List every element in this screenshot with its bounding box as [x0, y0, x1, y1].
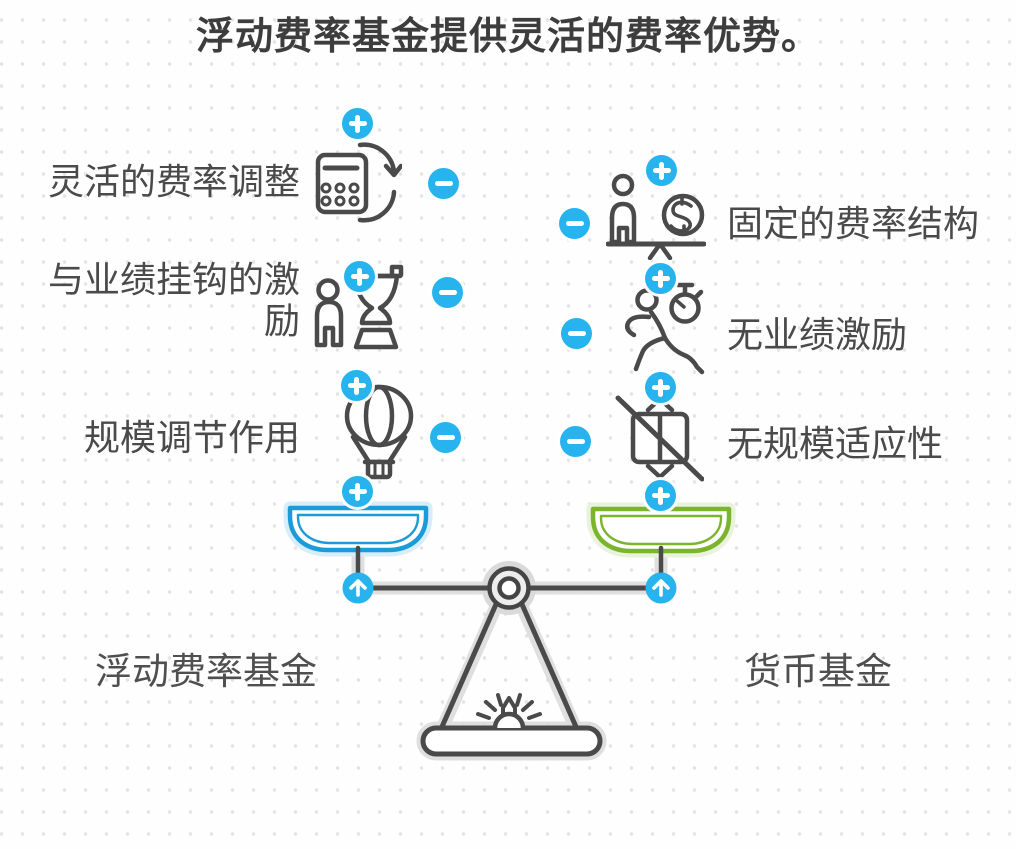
minus-icon: [428, 168, 459, 199]
up-arrow-icon: [645, 572, 677, 604]
gauge-icon: [476, 693, 542, 720]
plus-icon: [341, 370, 372, 401]
right-fund-label: 货币基金: [744, 651, 892, 692]
left-feature-label-1: 灵活的费率调整: [47, 161, 300, 202]
plus-icon: [645, 263, 676, 294]
minus-icon: [560, 426, 591, 457]
hot-air-balloon-icon: [336, 384, 422, 484]
balance-scale-icon: [270, 498, 740, 778]
right-feature-label-2: 无业绩激励: [727, 314, 908, 355]
plus-icon: [646, 155, 677, 186]
plus-icon: [342, 108, 373, 139]
minus-icon: [430, 422, 461, 453]
up-arrow-icon: [342, 572, 374, 604]
person-money-balance-icon: [606, 170, 706, 260]
plus-icon: [645, 372, 676, 403]
calculator-refresh-icon: [308, 140, 402, 224]
plus-icon: [344, 261, 375, 292]
left-feature-label-3: 规模调节作用: [83, 417, 300, 458]
runner-stopwatch-icon: [612, 272, 709, 380]
left-fund-label: 浮动费率基金: [95, 651, 317, 692]
no-scale-box-icon: [608, 392, 704, 484]
plus-icon: [342, 476, 373, 507]
right-feature-label-3: 无规模适应性: [727, 423, 944, 464]
minus-icon: [432, 277, 463, 308]
left-pan: [283, 501, 433, 557]
right-feature-label-1: 固定的费率结构: [727, 203, 980, 244]
plus-icon: [645, 480, 676, 511]
minus-icon: [561, 318, 592, 349]
minus-icon: [559, 208, 590, 239]
right-pan: [586, 502, 736, 558]
left-feature-label-2: 与业绩挂钩的激励: [47, 259, 300, 341]
page-title: 浮动费率基金提供灵活的费率优势。: [195, 16, 820, 58]
